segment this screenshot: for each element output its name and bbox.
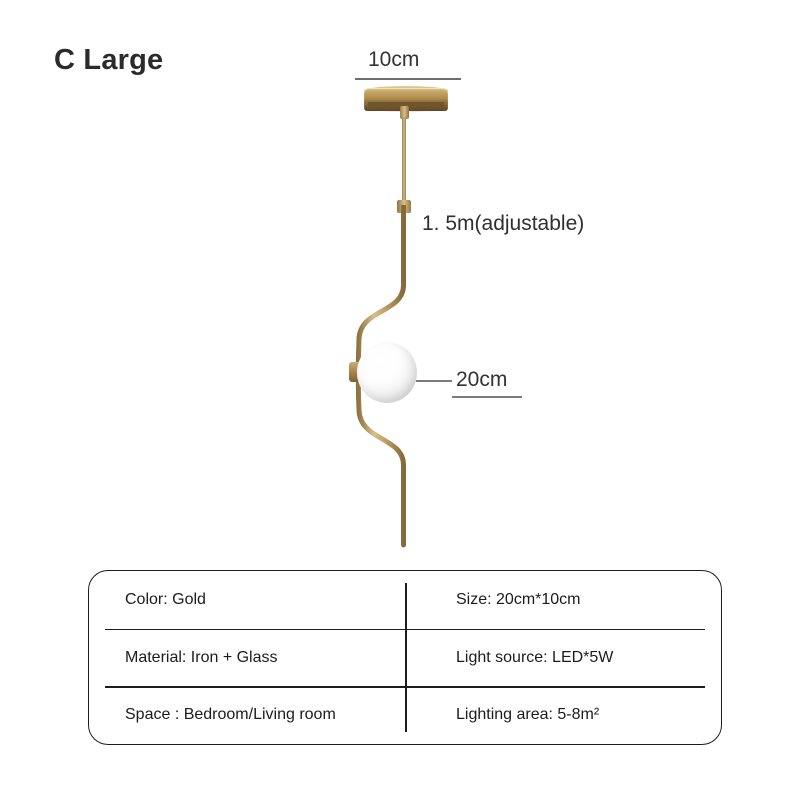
table-row: Color: Gold Size: 20cm*10cm xyxy=(89,571,721,629)
spec-cell-size: Size: 20cm*10cm xyxy=(456,590,581,608)
canopy-width-label: 10cm xyxy=(368,48,420,71)
specification-table: Color: Gold Size: 20cm*10cm Material: Ir… xyxy=(88,570,722,745)
spec-cell-material: Material: Iron + Glass xyxy=(125,648,278,666)
page-title: C Large xyxy=(54,44,164,76)
specification-rows: Color: Gold Size: 20cm*10cm Material: Ir… xyxy=(89,571,721,744)
canopy-connector xyxy=(400,106,409,119)
canopy-width-dimension-line xyxy=(355,78,461,80)
suspension-cord xyxy=(402,117,406,207)
spec-cell-lighting-area: Lighting area: 5-8m² xyxy=(456,706,600,724)
product-illustration: 10cm 1. 5m(adjustable) 20cm xyxy=(349,48,585,548)
cord-length-label: 1. 5m(adjustable) xyxy=(422,212,585,235)
globe-dimension-leader xyxy=(416,380,452,382)
spec-cell-space: Space : Bedroom/Living room xyxy=(125,706,336,724)
spec-cell-light-source: Light source: LED*5W xyxy=(456,648,614,666)
table-vertical-divider xyxy=(405,583,407,732)
globe-diameter-label: 20cm xyxy=(456,368,508,391)
white-glass-globe xyxy=(357,342,417,403)
spec-cell-color: Color: Gold xyxy=(125,590,206,608)
globe-dimension-line xyxy=(452,396,522,398)
